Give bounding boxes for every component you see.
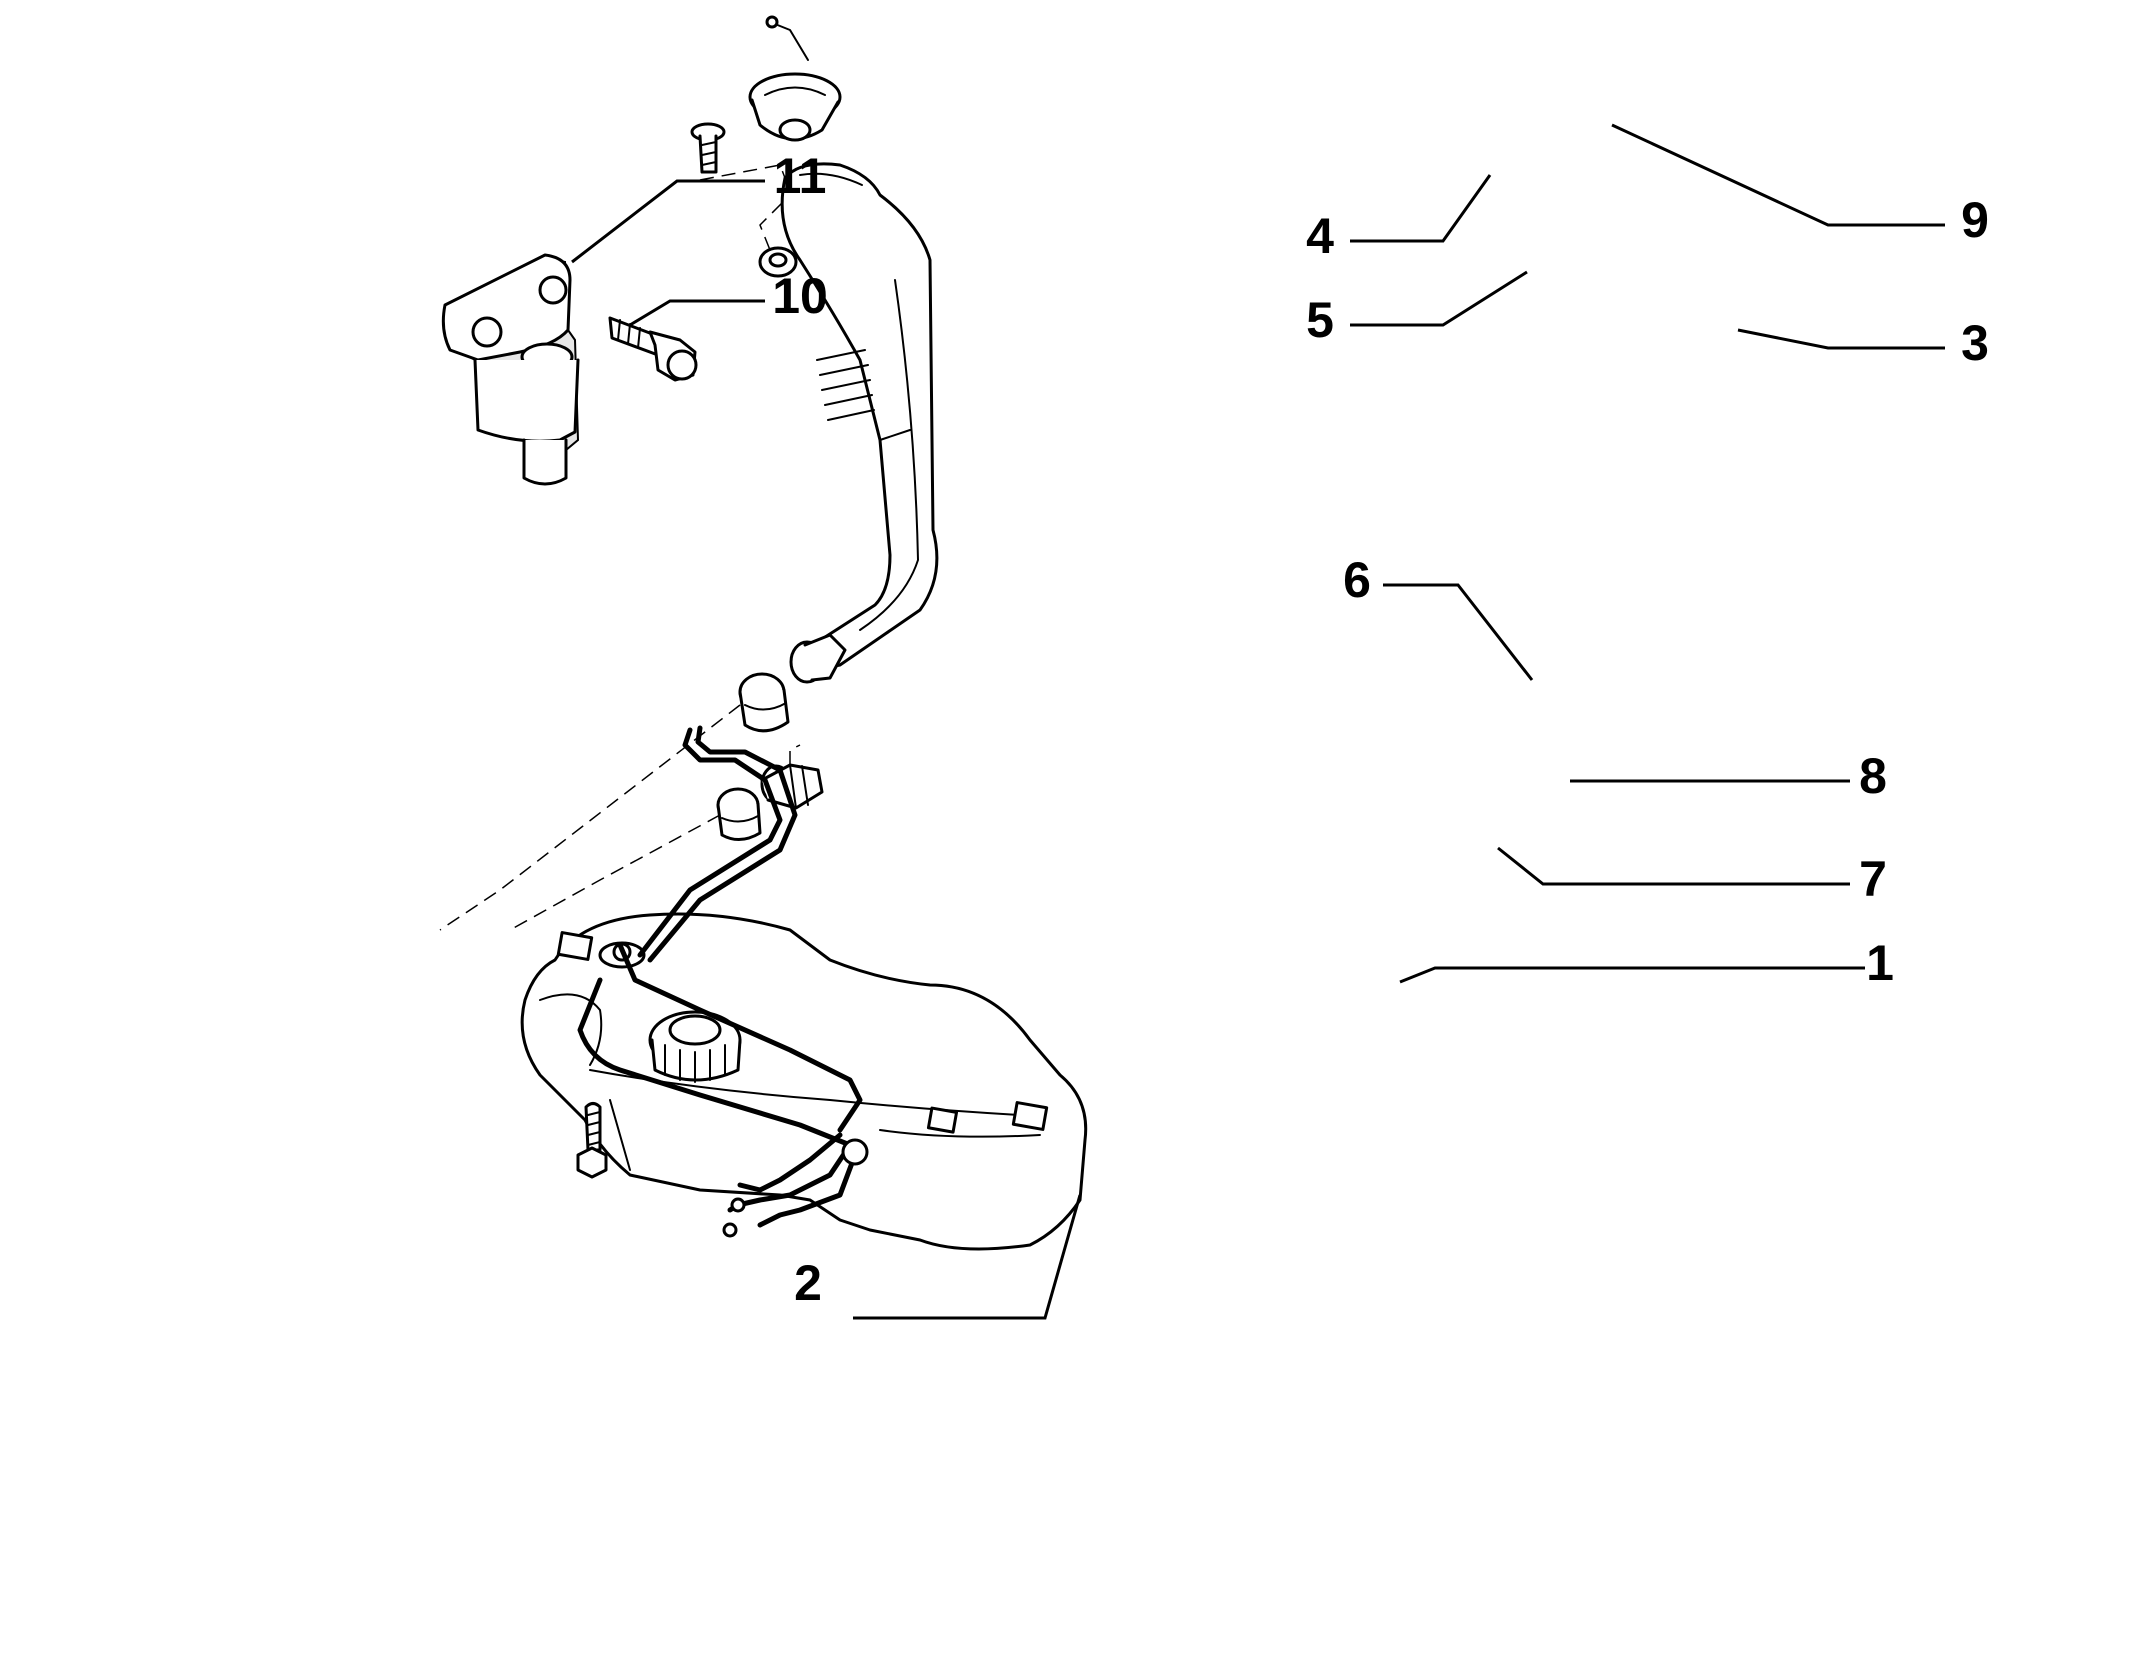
leader-10 [629, 299, 765, 327]
leader-4 [1350, 174, 1492, 243]
callout-2: 2 [794, 1255, 822, 1311]
part-5-nut [758, 246, 798, 278]
leader-3 [1737, 328, 1945, 350]
leader-7 [1497, 846, 1850, 886]
callout-4: 4 [1306, 208, 1334, 264]
callout-7: 7 [1859, 851, 1887, 907]
callout-3: 3 [1961, 315, 1989, 371]
part-3-filler-neck [780, 162, 939, 684]
callout-10: 10 [772, 268, 828, 324]
callout-labels: 11 10 4 5 9 3 6 8 7 1 2 [772, 148, 1989, 1311]
leader-6 [1383, 583, 1534, 681]
part-4-screw [690, 122, 726, 174]
leader-9 [1611, 123, 1945, 227]
leader-11 [571, 179, 765, 264]
callout-1: 1 [1866, 935, 1894, 991]
part-6-clamp [738, 672, 790, 733]
part-9-filler-cap [748, 15, 842, 142]
part-10-bolt [608, 316, 698, 382]
callout-5: 5 [1306, 292, 1334, 348]
leader-1 [1399, 966, 1865, 984]
part-11-bracket [441, 253, 580, 486]
leader-2 [853, 1194, 1082, 1320]
part-1-fuel-tank [520, 725, 1088, 1251]
leader-lines [571, 123, 1945, 1320]
leader-5 [1350, 270, 1528, 327]
callout-9: 9 [1961, 192, 1989, 248]
callout-6: 6 [1343, 552, 1371, 608]
callout-8: 8 [1859, 748, 1887, 804]
part-7-clamp [716, 787, 762, 841]
callout-11: 11 [774, 148, 827, 204]
assembly-lines [439, 164, 801, 931]
part-2-bolt [576, 1102, 608, 1179]
